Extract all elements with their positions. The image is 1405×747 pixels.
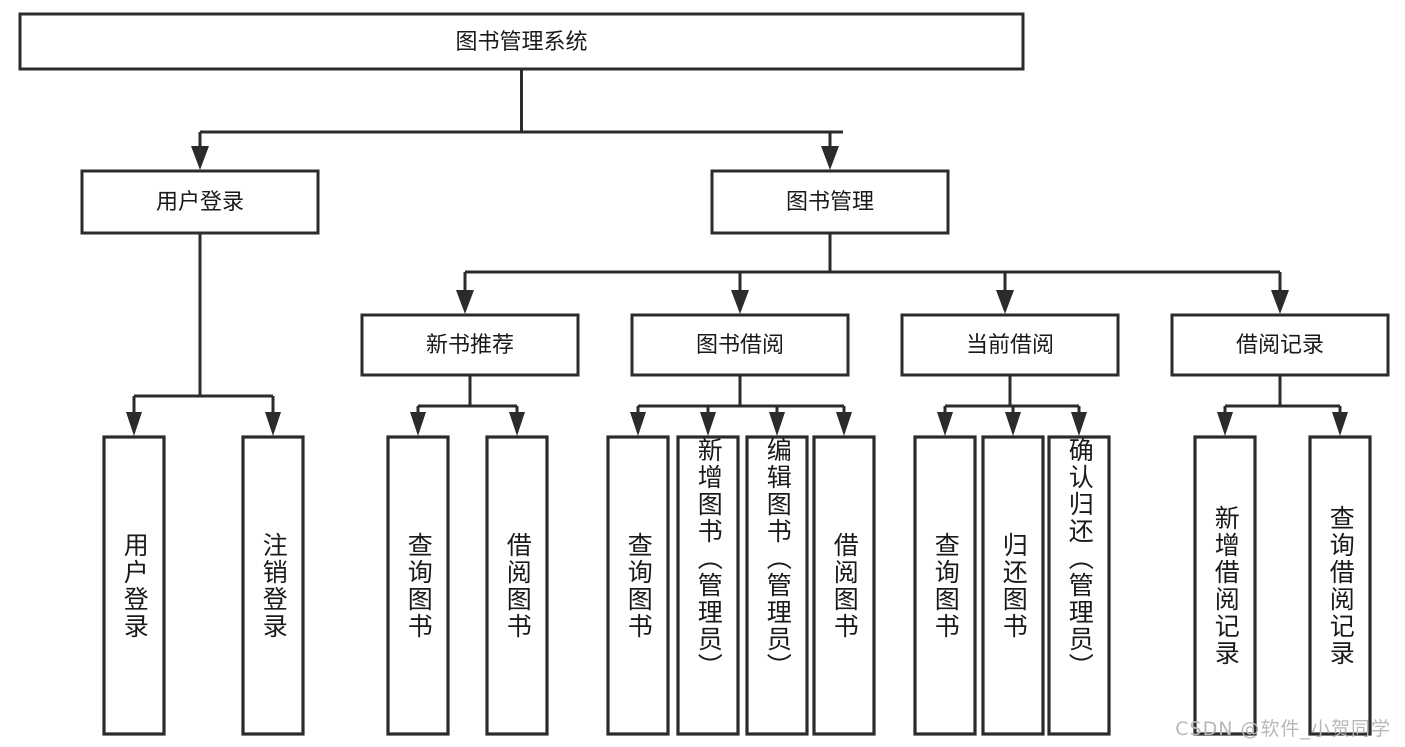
- connector-group-root: [191, 69, 843, 170]
- leaf-box-confirm-return[interactable]: [1047, 435, 1111, 736]
- node-book-borrow[interactable]: 图书借阅: [630, 313, 850, 377]
- book-management-box[interactable]: [710, 169, 950, 235]
- arrow-head-record: [1271, 290, 1289, 314]
- arrow-head-current: [996, 290, 1014, 314]
- arrow-head-leaf-add-record: [1217, 412, 1233, 436]
- arrow-head-borrow: [731, 290, 749, 314]
- arrow-head-leaf-query-book-1: [410, 412, 426, 436]
- arrow-head-user-login: [191, 146, 209, 170]
- arrow-head-leaf-edit-book: [769, 412, 785, 436]
- leaf-box-borrow-book-1[interactable]: [485, 435, 549, 736]
- arrow-head-leaf-borrow-book-1: [509, 412, 525, 436]
- leaf-box-query-book-2[interactable]: [606, 435, 670, 736]
- current-borrow-label: 当前借阅: [966, 333, 1054, 358]
- connector-group-newbook: [410, 375, 525, 436]
- connector-group-current: [937, 375, 1087, 436]
- arrow-head-leaf-user-login: [126, 412, 142, 436]
- connector-group-user-login: [126, 233, 281, 436]
- connector-group-record: [1217, 375, 1348, 436]
- arrow-head-newbook: [456, 290, 474, 314]
- current-borrow-box[interactable]: [900, 313, 1120, 377]
- connector-group-book-mgmt: [456, 233, 1289, 314]
- arrow-head-book-mgmt: [821, 146, 839, 170]
- leaf-box-query-record[interactable]: [1308, 435, 1372, 736]
- new-book-recommend-label: 新书推荐: [426, 333, 514, 358]
- arrow-head-leaf-add-book: [700, 412, 716, 436]
- arrow-head-leaf-logout: [265, 412, 281, 436]
- borrow-record-label: 借阅记录: [1236, 333, 1324, 358]
- arrow-head-leaf-return-book: [1005, 412, 1021, 436]
- arrow-head-leaf-query-record: [1332, 412, 1348, 436]
- leaf-box-logout[interactable]: [241, 435, 305, 736]
- book-borrow-label: 图书借阅: [696, 333, 784, 358]
- leaf-box-borrow-book-2[interactable]: [812, 435, 876, 736]
- leaf-box-query-book-3[interactable]: [913, 435, 977, 736]
- node-user-login[interactable]: 用户登录: [80, 169, 320, 235]
- user-login-box[interactable]: [80, 169, 320, 235]
- book-borrow-box[interactable]: [630, 313, 850, 377]
- new-book-recommend-box[interactable]: [360, 313, 580, 377]
- node-book-management[interactable]: 图书管理: [710, 169, 950, 235]
- node-borrow-record[interactable]: 借阅记录: [1170, 313, 1390, 377]
- user-login-label: 用户登录: [156, 190, 244, 215]
- arrow-head-leaf-query-book-3: [937, 412, 953, 436]
- node-current-borrow[interactable]: 当前借阅: [900, 313, 1120, 377]
- leaf-box-query-book-1[interactable]: [386, 435, 450, 736]
- leaf-box-add-record[interactable]: [1193, 435, 1257, 736]
- leaf-box-return-book[interactable]: [981, 435, 1045, 736]
- connector-group-borrow: [630, 375, 852, 436]
- leaf-box-user-login[interactable]: [102, 435, 166, 736]
- arrow-head-leaf-borrow-book-2: [836, 412, 852, 436]
- arrow-head-leaf-query-book-2: [630, 412, 646, 436]
- leaf-box-add-book[interactable]: [676, 435, 740, 736]
- root-box[interactable]: [18, 12, 1025, 71]
- leaf-box-edit-book[interactable]: [745, 435, 809, 736]
- arrow-head-leaf-confirm-return: [1071, 412, 1087, 436]
- node-root-system[interactable]: 图书管理系统: [18, 12, 1025, 71]
- node-new-book-recommend[interactable]: 新书推荐: [360, 313, 580, 377]
- borrow-record-box[interactable]: [1170, 313, 1390, 377]
- root-label: 图书管理系统: [455, 30, 587, 55]
- book-management-label: 图书管理: [786, 190, 874, 215]
